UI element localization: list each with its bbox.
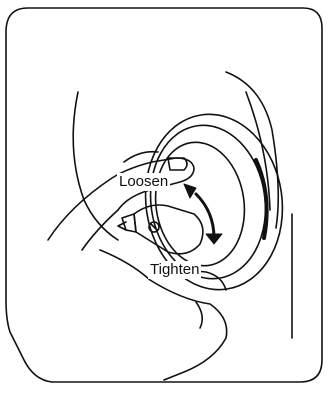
tighten-label: Tighten: [148, 261, 201, 279]
thumb-nail: [168, 158, 187, 170]
hand-upper: [48, 158, 194, 250]
curved-double-arrow-icon: [196, 194, 214, 238]
valve-body: [134, 205, 203, 254]
loosen-label: Loosen: [117, 173, 170, 191]
knuckle-line: [196, 302, 202, 328]
device-disc-inner: [148, 136, 252, 271]
body-outline-left: [73, 92, 118, 240]
device-rim: [256, 160, 267, 238]
frame-border: [6, 8, 322, 382]
